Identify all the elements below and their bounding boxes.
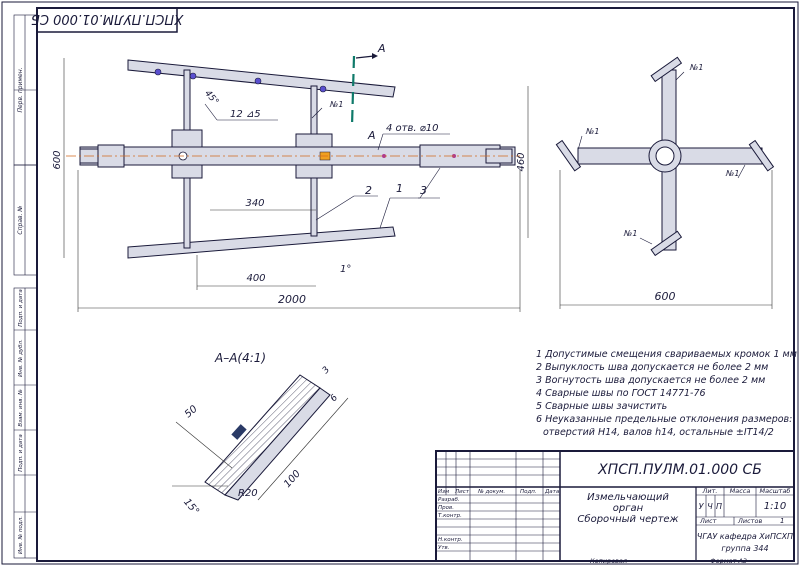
role-izm: Изм xyxy=(438,489,449,495)
section-view: А–А(4:1) 50 100 3 6 R20 15° xyxy=(172,351,349,518)
technical-notes: 1 Допустимые смещения свариваемых кромок… xyxy=(536,349,797,438)
end-weld-mark-2: №1 xyxy=(585,127,599,136)
weld-mark-1: №1 xyxy=(329,100,343,109)
dim-400: 400 xyxy=(246,273,265,284)
org-line-2: группа 344 xyxy=(721,544,768,553)
dim-2000: 2000 xyxy=(278,293,306,306)
pos-3: 3 xyxy=(420,184,427,197)
section-marker-top: A xyxy=(377,42,386,55)
section-dim-50: 50 xyxy=(183,404,200,421)
note-7: отверстий H14, валов h14, остальные ±IT1… xyxy=(543,427,774,438)
pos-1: 1 xyxy=(396,182,403,195)
title-block: ХПСП.ПУЛМ.01.000 СБ Измельчающий орган С… xyxy=(435,450,795,562)
weld-symbol: 12 ⊿5 xyxy=(230,109,261,120)
col-mass: Масса xyxy=(730,487,751,495)
lit-u: У xyxy=(699,502,705,511)
end-weld-mark-4: №1 xyxy=(623,229,637,238)
col-lit: Лит. xyxy=(702,487,718,495)
title-designation: ХПСП.ПУЛМ.01.000 СБ xyxy=(597,462,762,478)
note-2: 2 Выпуклость шва допускается не более 2 … xyxy=(536,362,768,373)
role-podp: Подп. xyxy=(520,489,537,495)
dim-460-vertical: 460 xyxy=(516,152,527,171)
note-5: 5 Сварные швы зачистить xyxy=(536,401,667,412)
stamp-sprav: Справ. № xyxy=(17,205,24,234)
lit-ch: Ч xyxy=(707,502,713,511)
copied-label: Копировал xyxy=(590,557,627,565)
person-razrab: Разраб. xyxy=(438,497,460,503)
note-4: 4 Сварные швы по ГОСТ 14771-76 xyxy=(536,388,706,399)
scale-value: 1:10 xyxy=(764,501,786,512)
stamp-podp1: Подп. и дата xyxy=(18,289,24,327)
angle-1: 1° xyxy=(340,264,351,275)
role-list: Лист xyxy=(454,489,470,495)
person-nkontr: Н.контр. xyxy=(438,537,463,543)
section-dim-3: 3 xyxy=(321,365,332,376)
title-name-2: орган xyxy=(613,503,644,514)
hole-callout: 4 отв. ⌀10 xyxy=(386,123,438,134)
person-utv: Утв. xyxy=(438,545,450,551)
role-doc: № докум. xyxy=(477,489,505,495)
stamp-vzam: Взам. инв. № xyxy=(18,389,24,427)
pos-2: 2 xyxy=(365,184,372,197)
end-weld-mark-1: №1 xyxy=(689,63,703,72)
lit-p: П xyxy=(716,502,722,511)
note-1: 1 Допустимые смещения свариваемых кромок… xyxy=(536,349,797,360)
lower-blade xyxy=(127,226,396,259)
stamp-podp2: Подп. и дата xyxy=(18,434,24,472)
section-dim-6: 6 xyxy=(329,393,340,404)
title-name-1: Измельчающий xyxy=(587,492,669,503)
upper-blade xyxy=(127,59,396,98)
role-date: Дата xyxy=(544,489,560,495)
format-label: Формат А3 xyxy=(710,557,747,565)
person-tkontr: Т.контр. xyxy=(438,513,462,519)
sheets-value: 1 xyxy=(780,517,784,525)
dim-600-vertical: 600 xyxy=(52,150,63,169)
stamp-inv-podl: Инв. № подл. xyxy=(18,516,24,554)
sheets-label: Листов xyxy=(737,517,762,525)
section-angle: 15° xyxy=(181,497,201,518)
stamp-inv-dubl: Инв. № дубл. xyxy=(18,339,24,377)
dim-600-horizontal: 600 xyxy=(655,290,676,303)
title-name-3: Сборочный чертеж xyxy=(577,513,678,525)
note-6: 6 Неуказанные предельные отклонения разм… xyxy=(536,414,792,425)
side-stamp: Перв. примен. Справ. № Подп. и дата Инв.… xyxy=(13,14,38,559)
weld-angle: 45° xyxy=(202,89,220,108)
section-title: А–А(4:1) xyxy=(214,351,266,365)
person-prov: Пров. xyxy=(438,505,454,511)
rotated-designation: ХПСП.ПУЛМ.01.000 СБ xyxy=(31,11,184,26)
section-dim-100: 100 xyxy=(282,468,303,490)
main-view: A A №1 45° 12 ⊿5 4 отв. ⌀10 2 1 3 340 40… xyxy=(52,42,529,312)
inner-frame xyxy=(36,7,795,562)
end-weld-mark-3: №1 xyxy=(725,169,739,178)
col-scale: Масштаб xyxy=(760,487,791,495)
sheet-label: Лист xyxy=(699,517,717,525)
section-marker-bottom: A xyxy=(367,129,376,142)
section-radius: R20 xyxy=(238,488,258,499)
note-3: 3 Вогнутость шва допускается не более 2 … xyxy=(536,375,765,386)
stamp-perv: Перв. примен. xyxy=(17,67,24,112)
end-view: №1 №1 №1 №1 600 xyxy=(555,56,775,309)
dim-340: 340 xyxy=(245,198,264,209)
org-line-1: ЧГАУ кафедра ХиПСХП xyxy=(697,532,793,541)
